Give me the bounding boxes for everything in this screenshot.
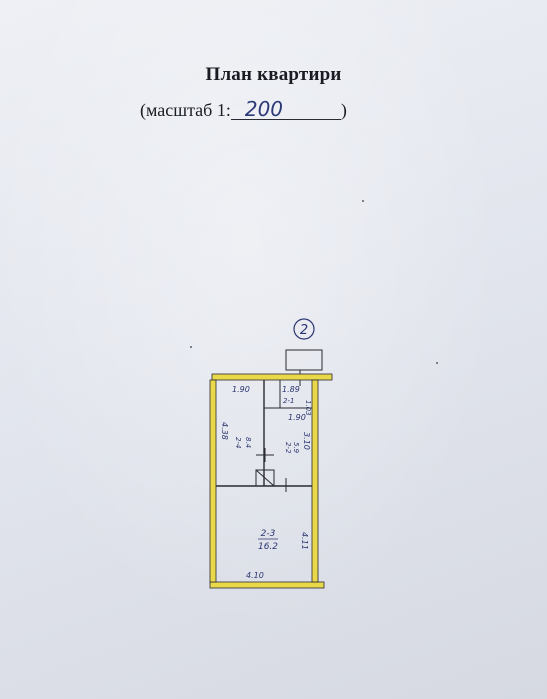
room-code-2-4: 2-4 — [234, 437, 242, 448]
floor-plan-drawing: 2 1.90 1.89 1.03 1.90 4.38 3.10 4.11 4.1… — [209, 318, 333, 589]
door-swing — [255, 469, 275, 487]
room-code-2-2: 2-2 — [284, 442, 292, 454]
dim-right-mid: 3.10 — [302, 432, 311, 450]
dim-top-mid: 1.89 — [282, 385, 300, 394]
wall-top — [211, 373, 333, 381]
scale-suffix: ) — [340, 100, 347, 120]
wall-left — [209, 379, 217, 583]
room-area-2-4: 8.4 — [244, 437, 252, 448]
paper-speck — [436, 362, 438, 364]
room-area-2-2: 5.9 — [292, 442, 300, 454]
entry-block — [285, 349, 323, 371]
apartment-number: 2 — [300, 323, 308, 338]
scale-line: (масштаб 1:200) — [140, 99, 347, 121]
dim-right-lower: 4.11 — [300, 532, 309, 550]
wall-right — [311, 379, 319, 583]
wall-bottom — [209, 581, 325, 589]
paper-speck — [362, 200, 364, 202]
paper-speck — [190, 346, 192, 348]
room-code-2-1: 2-1 — [283, 397, 294, 405]
room-code-2-3: 2-3 — [261, 529, 276, 539]
dim-top-left: 1.90 — [232, 385, 250, 394]
scale-prefix: (масштаб 1: — [140, 100, 231, 120]
document-title: План квартири — [205, 64, 342, 85]
dim-left: 4.38 — [220, 422, 229, 440]
scale-value: 200 — [230, 99, 341, 120]
dim-mid-right: 1.90 — [288, 413, 306, 422]
apartment-number-circle — [293, 318, 315, 340]
room-area-2-3: 16.2 — [258, 542, 278, 552]
floor-plan: 2 1.90 1.89 1.03 1.90 4.38 3.10 4.11 4.1… — [190, 310, 350, 600]
dim-bottom: 4.10 — [246, 571, 264, 580]
dim-right-small: 1.03 — [304, 400, 312, 416]
door-box — [255, 469, 275, 487]
